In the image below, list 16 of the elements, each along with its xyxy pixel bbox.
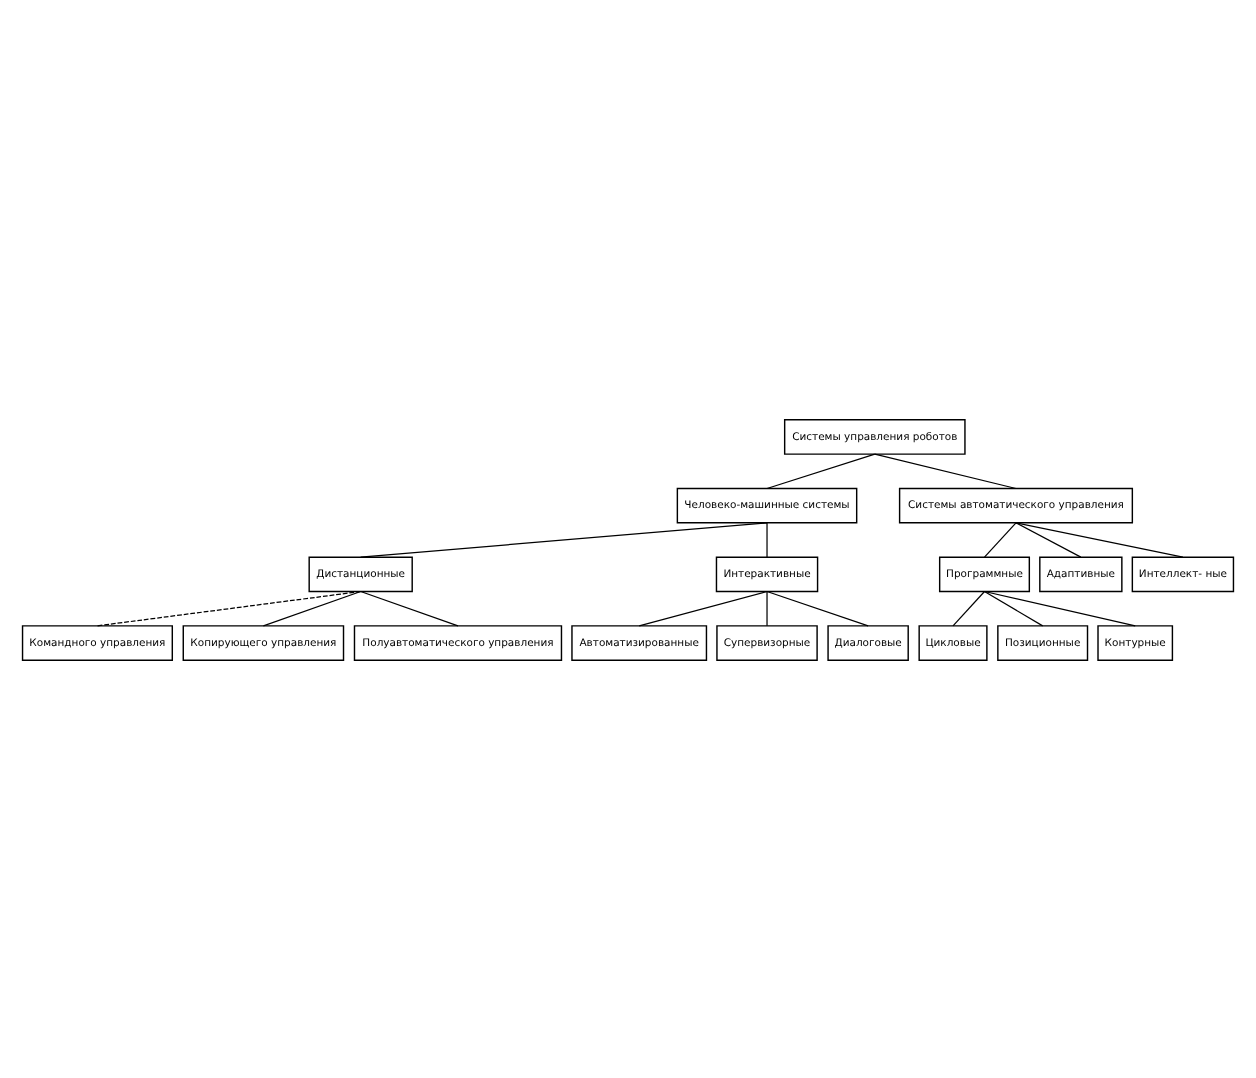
connector bbox=[1015, 521, 1184, 557]
connector bbox=[952, 589, 986, 626]
connector bbox=[983, 589, 1044, 626]
connector bbox=[360, 521, 768, 557]
connector bbox=[766, 589, 768, 626]
connector bbox=[1015, 521, 1082, 557]
connector bbox=[874, 452, 1017, 489]
connector bbox=[983, 589, 1136, 626]
connector bbox=[262, 589, 362, 626]
connector bbox=[983, 521, 1017, 557]
connector bbox=[638, 589, 768, 626]
connector bbox=[96, 589, 362, 626]
connector bbox=[766, 521, 768, 557]
connector bbox=[360, 589, 459, 626]
connector bbox=[766, 589, 869, 626]
connector bbox=[766, 452, 876, 489]
